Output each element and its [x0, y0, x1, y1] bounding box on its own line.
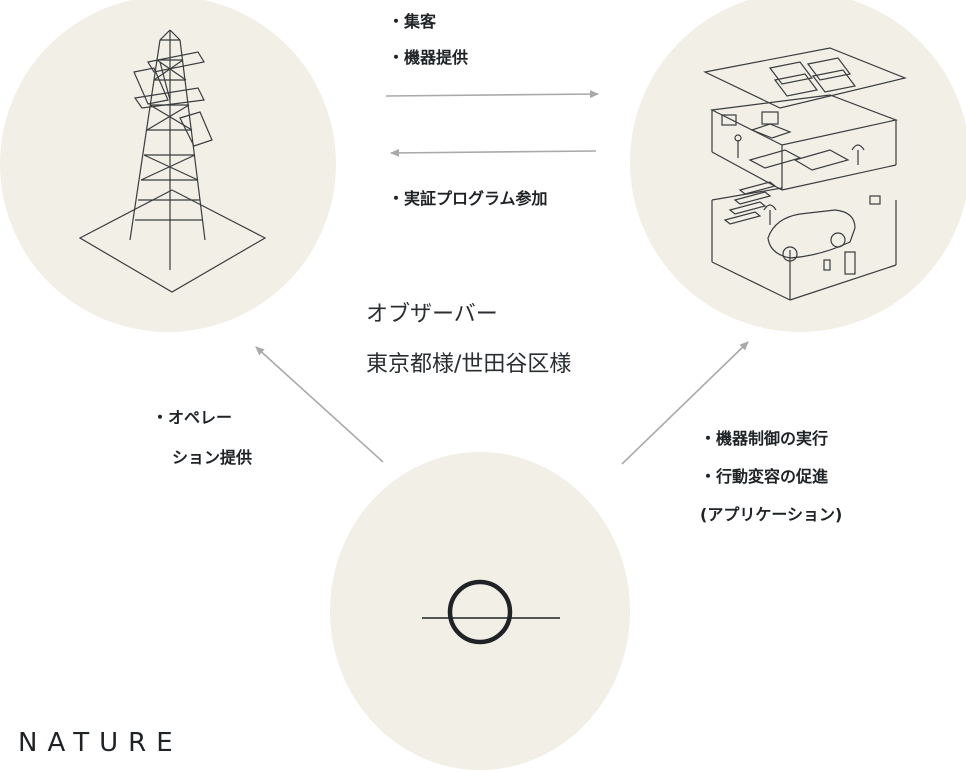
power-tower-icon [78, 29, 267, 293]
flow-label: ・集客 [388, 12, 437, 31]
brand-wordmark: NATURE [18, 728, 183, 758]
observer-title: オブザーバー [366, 302, 498, 327]
house-cutaway-icon [703, 47, 907, 301]
grid-to-home-labels: ・集客 ・機器提供 [388, 4, 468, 76]
arrow-nature-to-grid [255, 346, 384, 463]
home-circle [630, 0, 966, 332]
nature-logo-icon [422, 579, 560, 645]
nature-to-grid-labels: ・オペレー ション提供 [152, 398, 252, 478]
arrow-nature-to-home [621, 341, 749, 465]
arrow-grid-to-home [385, 90, 599, 99]
nature-circle [330, 452, 630, 770]
flow-label: ・行動変容の促進 [700, 467, 829, 486]
observer-names: 東京都様/世田谷区様 [366, 352, 572, 377]
nature-to-home-labels: ・機器制御の実行 ・行動変容の促進 (アプリケーション) [700, 420, 842, 534]
flow-label: (アプリケーション) [700, 505, 843, 524]
flow-label: ・機器制御の実行 [700, 429, 829, 448]
observer-block: オブザーバー 東京都様/世田谷区様 [366, 290, 571, 390]
flow-label: ション提供 [172, 448, 253, 467]
flow-label: ・機器提供 [388, 48, 469, 67]
flow-label: ・オペレー [152, 408, 233, 427]
arrow-home-to-grid [390, 148, 597, 157]
home-to-grid-label: ・実証プログラム参加 [388, 189, 548, 208]
